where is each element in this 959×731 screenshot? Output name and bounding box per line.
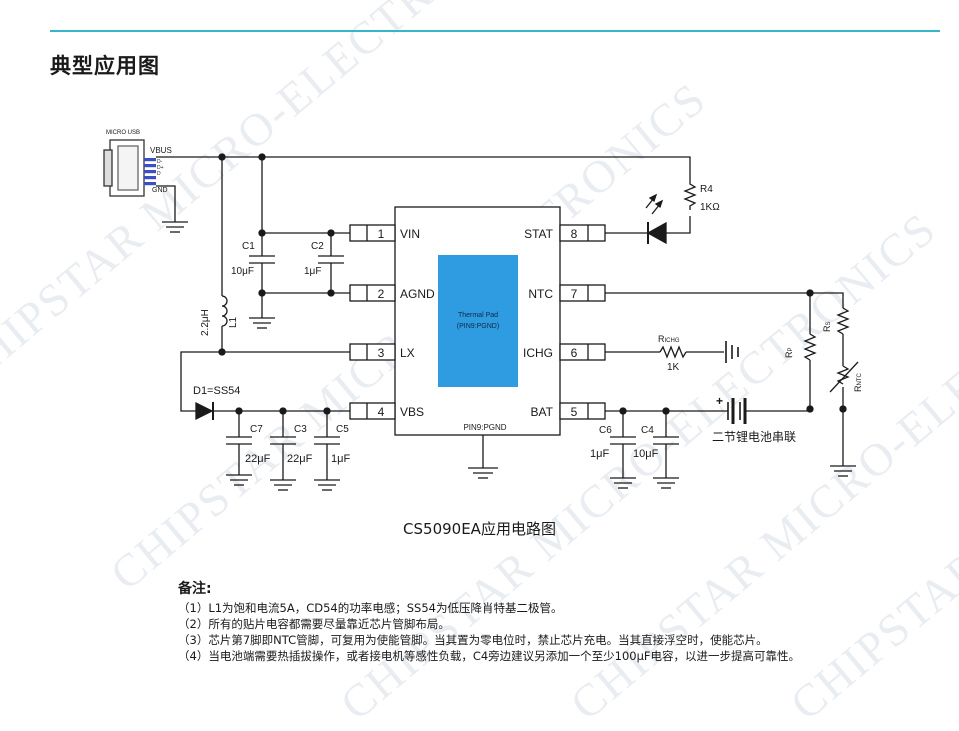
svg-text:3: 3 [378,346,385,360]
svg-text:BAT: BAT [531,405,554,419]
svg-text:NTC: NTC [528,287,553,301]
note-item: （4）当电池端需要热插拔操作，或者接电机等感性负载，C4旁边建议另添加一个至少1… [178,649,801,663]
svg-text:RNTC: RNTC [853,373,863,392]
svg-text:1μF: 1μF [304,266,321,277]
ground-icon [830,465,856,477]
ground-icon [270,479,296,491]
ground-icon [653,477,679,489]
svg-text:L1: L1 [228,316,239,328]
figure-caption: CS5090EA应用电路图 [403,520,556,538]
svg-text:RICHG: RICHG [658,334,680,344]
svg-text:C1: C1 [242,241,255,252]
svg-text:C6: C6 [599,425,612,436]
svg-text:VIN: VIN [400,227,420,241]
svg-text:10μF: 10μF [231,266,254,277]
thermistor-rntc [836,365,850,385]
header-accent-line [50,30,940,32]
svg-text:6: 6 [571,346,578,360]
svg-text:7: 7 [571,287,578,301]
svg-text:1μF: 1μF [331,453,350,465]
svg-text:C2: C2 [311,241,324,252]
svg-text:2: 2 [378,287,385,301]
resistor-r4 [683,180,697,210]
note-item: （2）所有的贴片电容都需要尽量靠近芯片管脚布局。 [178,617,450,631]
thermal-pad [438,255,518,387]
svg-text:C7: C7 [250,424,263,435]
svg-text:二节锂电池串联: 二节锂电池串联 [712,429,796,444]
svg-text:1K: 1K [667,362,680,373]
svg-text:PIN9:PGND: PIN9:PGND [463,423,506,432]
ground-icon [610,477,636,489]
svg-text:C5: C5 [336,424,349,435]
svg-text:ICHG: ICHG [523,346,553,360]
ground-icon [314,479,340,491]
svg-text:Thermal Pad: Thermal Pad [458,312,498,319]
svg-text:RP: RP [784,347,794,358]
svg-text:(PIN9:PGND): (PIN9:PGND) [457,323,499,330]
svg-text:STAT: STAT [524,227,554,241]
svg-text:2.2μH: 2.2μH [200,309,211,336]
ground-icon [249,317,275,329]
battery-icon [727,398,747,424]
svg-text:C3: C3 [294,424,307,435]
svg-text:R4: R4 [700,184,713,195]
svg-text:D-: D- [157,159,163,165]
chip-pins-left: 1 VIN 2 AGND 3 LX 4 VBS [349,224,435,420]
notes-title: 备注: [178,581,212,597]
resistor-rp [803,333,817,361]
svg-text:AGND: AGND [400,287,435,301]
svg-text:1KΩ: 1KΩ [700,202,720,213]
svg-text:22μF: 22μF [245,453,271,465]
page-title: 典型应用图 [50,54,160,78]
svg-text:VBS: VBS [400,405,424,419]
resistor-richg [659,345,687,359]
svg-text:1: 1 [378,227,385,241]
ground-icon [162,221,188,233]
svg-text:+: + [716,394,723,408]
svg-text:D+: D+ [157,165,164,171]
resistor-rs [836,307,850,335]
svg-text:5: 5 [571,405,578,419]
svg-text:D: D [157,171,161,177]
vbus-label: VBUS [150,146,172,155]
svg-text:4: 4 [378,405,385,419]
diode-d1 [195,401,214,421]
application-schematic: MICRO USB D- D+ D VBUS GND Thermal Pad (… [103,130,863,491]
usb-label: MICRO USB [106,130,140,136]
chip-pins-right: 8 STAT 7 NTC 6 ICHG 5 BAT [523,224,606,420]
svg-text:8: 8 [571,227,578,241]
svg-text:LX: LX [400,346,415,360]
svg-text:RS: RS [822,321,832,332]
inductor-l1 [221,295,228,327]
svg-text:22μF: 22μF [287,453,313,465]
led-icon [646,221,667,245]
svg-text:D1=SS54: D1=SS54 [193,385,240,397]
svg-text:10μF: 10μF [633,448,659,460]
note-item: （1）L1为饱和电流5A，CD54的功率电感；SS54为低压降肖特基二极管。 [178,601,563,615]
ground-icon [226,474,252,486]
usb-gnd-label: GND [152,187,168,194]
svg-text:C4: C4 [641,425,654,436]
svg-text:1μF: 1μF [590,448,609,460]
usb-connector: MICRO USB D- D+ D VBUS GND [103,130,172,197]
note-item: （3）芯片第7脚即NTC管脚，可复用为使能管脚。当其置为零电位时，禁止芯片充电。… [178,633,768,647]
ground-icon [468,467,498,479]
